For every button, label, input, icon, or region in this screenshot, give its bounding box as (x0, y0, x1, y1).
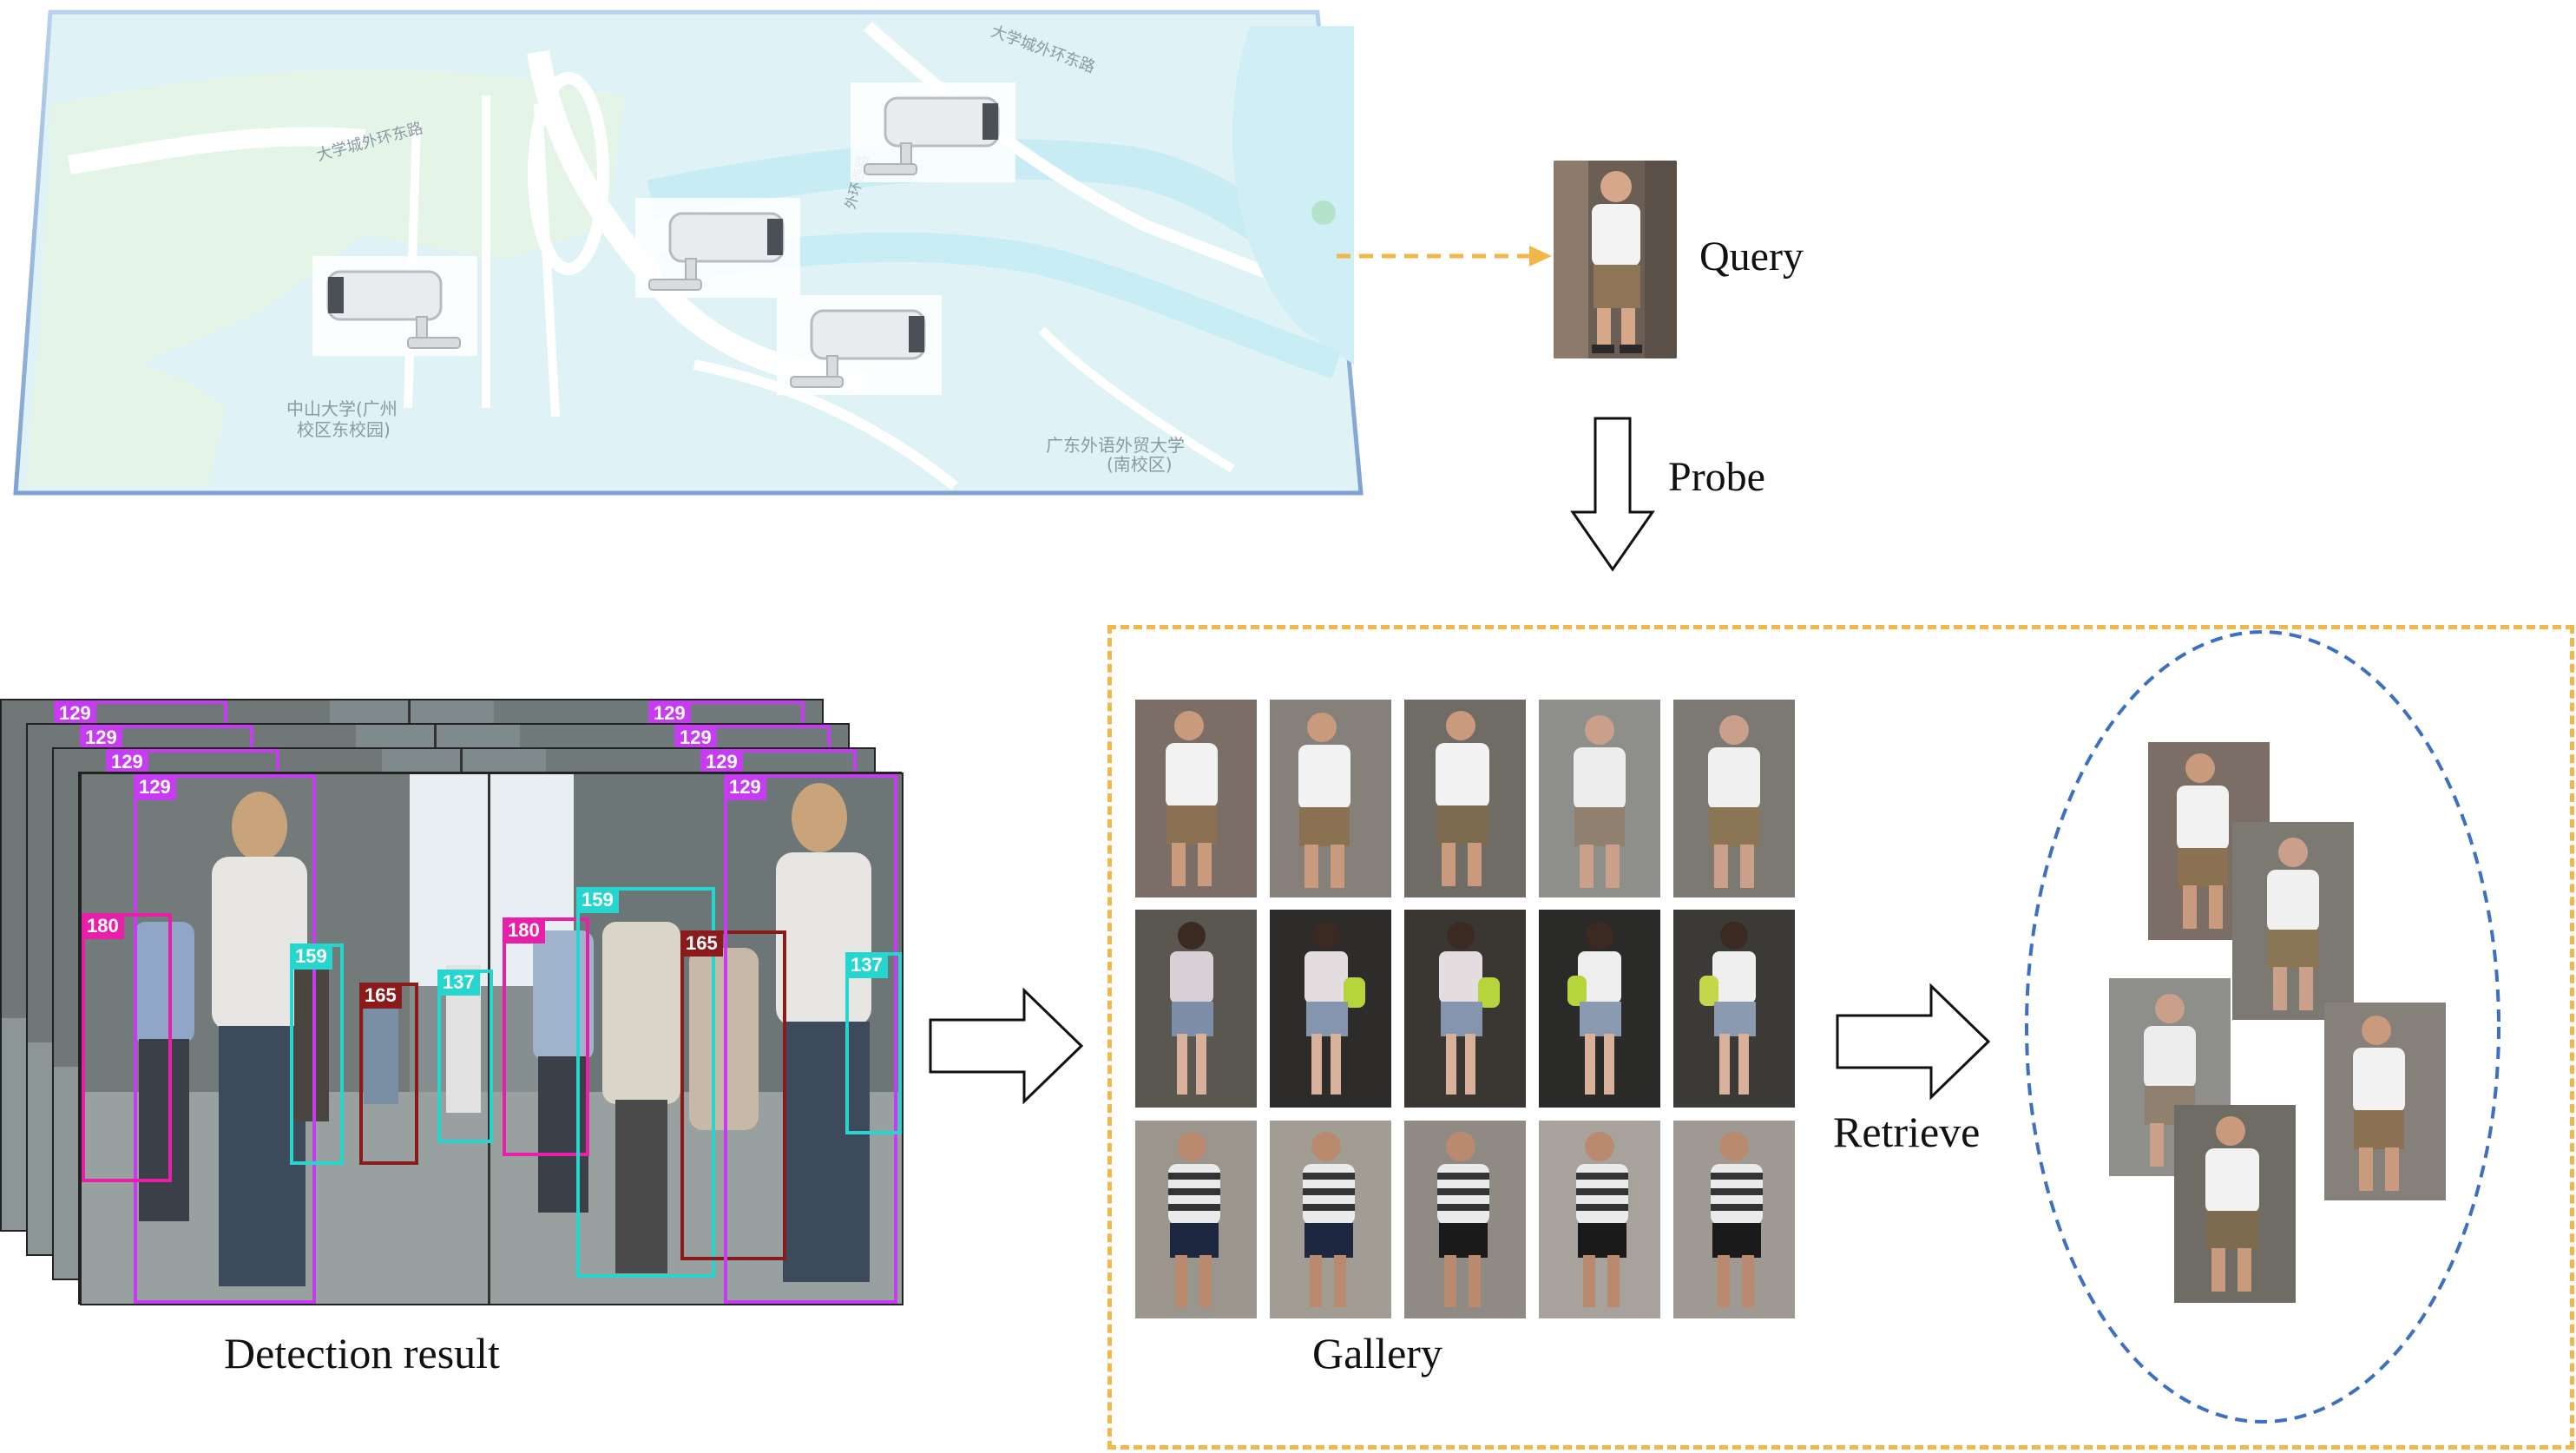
track-id-tag: 129 (134, 774, 176, 800)
map-campus-2-line1: 广东外语外贸大学 (1046, 435, 1185, 456)
retrieve-label: Retrieve (1833, 1108, 1981, 1156)
track-id-tag: 129 (700, 749, 743, 775)
retrieve-arrow (1836, 983, 1991, 1101)
camera-icon (777, 295, 942, 395)
map-campus-2-line2: (南校区) (1107, 454, 1173, 475)
map-campus-1-line2: 校区东校园) (297, 419, 391, 440)
gallery-retrieval-panel (1107, 625, 2574, 1450)
retrieved-results (2025, 630, 2500, 1423)
surveillance-map: 大学城外环东路 大学城外环东路 外环西路 中山大学(广州 校区东校园) 广东外语… (13, 10, 1364, 496)
detection-box: 137 (845, 952, 902, 1134)
gallery-label: Gallery (1312, 1329, 1442, 1377)
map-campus-1-line1: 中山大学(广州 (286, 398, 398, 419)
gallery-grid (1135, 700, 1795, 1318)
track-id-tag: 165 (359, 983, 402, 1009)
track-id-tag: 165 (680, 930, 723, 957)
detection-box: 180 (503, 917, 589, 1156)
detection-box: 180 (82, 913, 172, 1182)
camera-icon (312, 256, 477, 356)
detection-box: 165 (359, 983, 418, 1165)
track-id-tag: 129 (106, 749, 148, 775)
probe-arrow (1570, 417, 1655, 572)
pedestrian-silhouettes (134, 783, 871, 1286)
camera-icon (851, 82, 1015, 182)
track-id-tag: 129 (724, 774, 766, 800)
detection-frame: 129 180 159 165 137 180 159 165 129 137 (80, 773, 904, 1305)
map-to-query-arrow (1337, 246, 1552, 266)
track-id-tag: 180 (82, 913, 124, 939)
track-id-tag: 159 (290, 943, 332, 970)
detection-box: 159 (290, 943, 344, 1165)
detection-to-gallery-arrow (929, 987, 1084, 1105)
camera-icon (635, 198, 800, 298)
detection-result-label: Detection result (224, 1329, 500, 1377)
track-id-tag: 129 (54, 700, 96, 726)
detection-box: 129 (724, 774, 897, 1304)
track-id-tag: 180 (503, 917, 545, 943)
detection-box: 129 (134, 774, 316, 1304)
query-label: Query (1699, 233, 1804, 279)
track-id-tag: 137 (437, 970, 480, 996)
track-id-tag: 137 (845, 952, 888, 978)
detection-box: 137 (437, 970, 493, 1143)
track-id-tag: 129 (80, 725, 122, 751)
track-id-tag: 129 (648, 700, 691, 726)
track-id-tag: 129 (674, 725, 717, 751)
probe-label: Probe (1668, 454, 1765, 500)
query-image (1554, 161, 1677, 358)
detection-box: 165 (680, 930, 786, 1260)
detection-box: 159 (576, 887, 715, 1278)
track-id-tag: 159 (576, 887, 619, 913)
